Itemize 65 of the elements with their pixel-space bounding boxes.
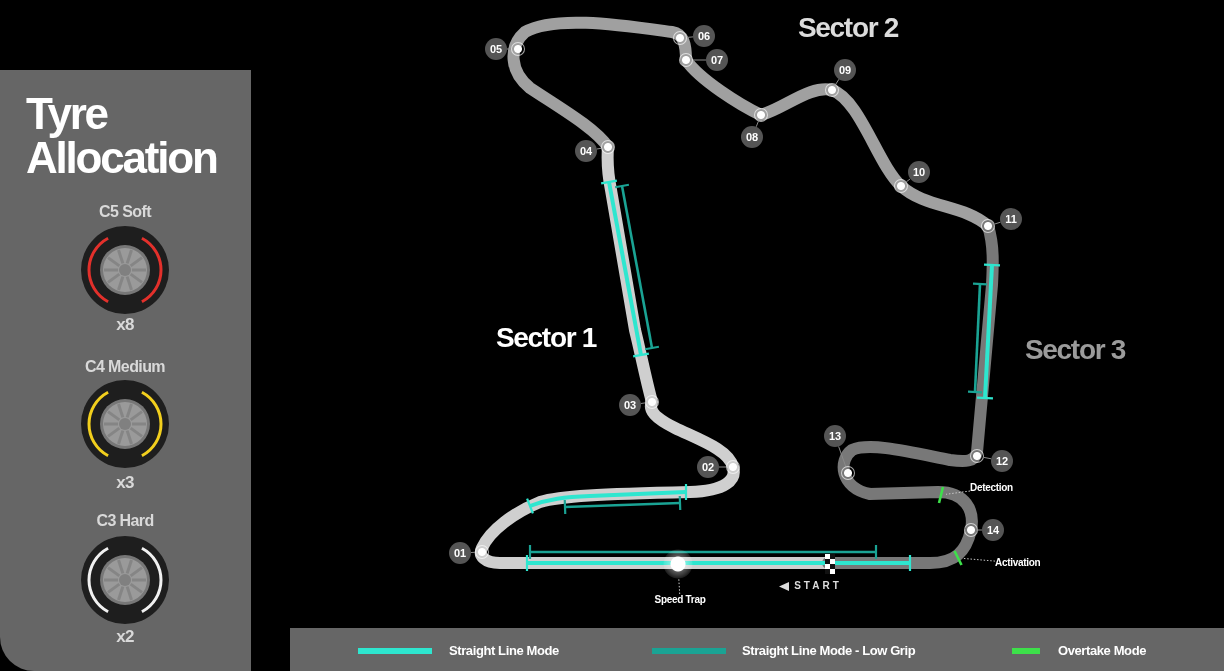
leader-line (906, 178, 911, 183)
callout-label: Speed Trap (654, 594, 706, 606)
sector-label: Sector 2 (797, 11, 899, 45)
callout-label: Detection (970, 482, 1013, 494)
corner-marker (679, 53, 693, 67)
sector-label: Sector 1 (495, 321, 597, 355)
tyre-compound-heading: C5 Soft (99, 202, 151, 222)
speed-trap-marker (663, 549, 693, 579)
leader-line (994, 221, 1001, 225)
leader-line (983, 456, 992, 460)
corner-number: 05 (485, 38, 507, 60)
corner-marker (511, 42, 525, 56)
tyre-compound-heading: C4 Medium (85, 357, 165, 377)
corner-marker (894, 179, 908, 193)
corner-number: 08 (741, 126, 763, 148)
callout-label: Activation (995, 557, 1041, 569)
corner-number: 01 (449, 542, 471, 564)
corner-marker (825, 83, 839, 97)
leader-line (977, 529, 983, 531)
leader-line (755, 121, 759, 128)
tyre-count: x3 (116, 473, 134, 493)
corner-number: 13 (824, 425, 846, 447)
leader-line (692, 59, 707, 61)
leader-line (686, 36, 694, 38)
corner-marker (726, 460, 740, 474)
legend-label: Straight Line Mode - Low Grip (742, 643, 916, 659)
corner-marker (754, 108, 768, 122)
corner-number: 11 (1000, 208, 1022, 230)
legend-label: Straight Line Mode (449, 643, 559, 659)
leader-line (962, 557, 996, 562)
overtake-marker (936, 486, 946, 504)
corner-number: 12 (991, 450, 1013, 472)
leader-line (835, 78, 840, 85)
corner-marker (981, 219, 995, 233)
corner-marker (645, 395, 659, 409)
leader-line (640, 402, 646, 404)
corner-marker (841, 466, 855, 480)
corner-marker (970, 449, 984, 463)
leader-line (506, 48, 512, 50)
corner-number: 06 (693, 25, 715, 47)
corner-marker (601, 140, 615, 154)
corner-number: 09 (834, 59, 856, 81)
corner-marker (964, 523, 978, 537)
leader-line (945, 490, 971, 495)
corner-marker (475, 545, 489, 559)
corner-marker (673, 31, 687, 45)
legend-label: Overtake Mode (1058, 643, 1146, 659)
leader-line (596, 147, 602, 150)
leader-line (470, 551, 476, 553)
corner-number: 02 (697, 456, 719, 478)
start-label: START (794, 580, 842, 592)
corner-number: 14 (982, 519, 1004, 541)
panel-title: Tyre Allocation (26, 92, 218, 180)
overtake-marker (953, 549, 963, 567)
corner-number: 04 (575, 140, 597, 162)
corner-number: 07 (706, 49, 728, 71)
leader-line (838, 445, 847, 467)
tyre-count: x8 (116, 315, 134, 335)
leader-line (718, 466, 727, 468)
corner-number: 03 (619, 394, 641, 416)
tyre-count: x2 (116, 627, 134, 647)
corner-number: 10 (908, 161, 930, 183)
tyre-compound-heading: C3 Hard (96, 511, 154, 531)
leader-line (678, 578, 681, 595)
sector-label: Sector 3 (1024, 333, 1126, 367)
